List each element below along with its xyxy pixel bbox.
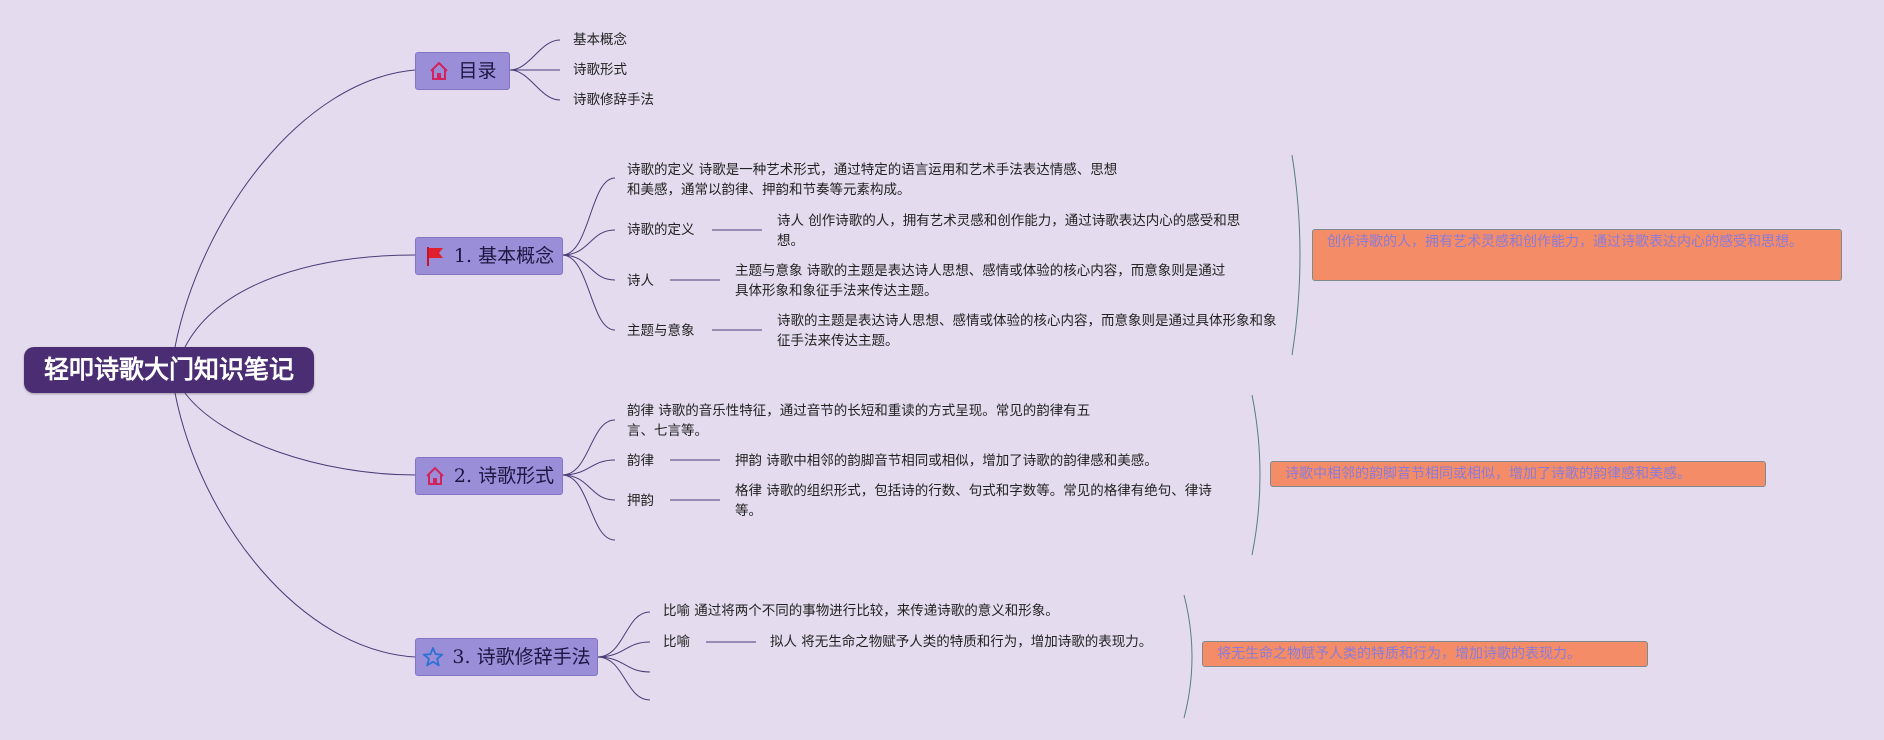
toc-item-1[interactable]: 基本概念: [573, 32, 627, 48]
form-meter-full[interactable]: 格律 诗歌的组织形式，包括诗的行数、句式和字数等。常见的格律有绝句、律诗等。: [735, 483, 1212, 519]
rhetoric-metaphor-label[interactable]: 比喻: [663, 634, 690, 650]
toc-item-3[interactable]: 诗歌修辞手法: [573, 92, 654, 108]
basic-poet-full[interactable]: 诗人 创作诗歌的人，拥有艺术灵感和创作能力，通过诗歌表达内心的感受和思想。: [777, 213, 1241, 249]
branch-toc-label: 目录: [458, 60, 497, 82]
basic-note[interactable]: 创作诗歌的人，拥有艺术灵感和创作能力，通过诗歌表达内心的感受和思想。: [1312, 229, 1842, 281]
basic-theme-full[interactable]: 主题与意象 诗歌的主题是表达诗人思想、感情或体验的核心内容，而意象则是通过具体形…: [735, 263, 1226, 299]
house-icon: [424, 465, 446, 487]
branch-toc[interactable]: 目录: [415, 52, 510, 90]
branch-rhetoric-label: 3. 诗歌修辞手法: [452, 646, 591, 668]
basic-theme-label[interactable]: 主题与意象: [627, 323, 695, 339]
branch-rhetoric[interactable]: 3. 诗歌修辞手法: [415, 638, 598, 676]
form-note[interactable]: 诗歌中相邻的韵脚音节相同或相似，增加了诗歌的韵律感和美感。: [1270, 461, 1766, 487]
root-title: 轻叩诗歌大门知识笔记: [43, 355, 294, 384]
form-rhyme-full[interactable]: 押韵 诗歌中相邻的韵脚音节相同或相似，增加了诗歌的韵律感和美感。: [735, 453, 1158, 469]
form-rhythm-label[interactable]: 韵律: [627, 453, 654, 469]
rhetoric-note[interactable]: 将无生命之物赋予人类的特质和行为，增加诗歌的表现力。: [1202, 641, 1648, 667]
basic-poet-label[interactable]: 诗人: [627, 273, 654, 289]
basic-definition-label[interactable]: 诗歌的定义: [627, 222, 695, 238]
branch-form-label: 2. 诗歌形式: [453, 465, 555, 487]
branch-basic-label: 1. 基本概念: [453, 245, 555, 267]
basic-definition-full[interactable]: 诗歌的定义 诗歌是一种艺术形式，通过特定的语言运用和艺术手法表达情感、思想和美感…: [627, 162, 1118, 198]
rhetoric-personification-full[interactable]: 拟人 将无生命之物赋予人类的特质和行为，增加诗歌的表现力。: [770, 634, 1153, 650]
house-icon: [428, 60, 450, 82]
branch-basic-concepts[interactable]: 1. 基本概念: [415, 237, 563, 275]
toc-item-2[interactable]: 诗歌形式: [573, 62, 627, 78]
form-rhythm-full[interactable]: 韵律 诗歌的音乐性特征，通过音节的长短和重读的方式呈现。常见的韵律有五言、七言等…: [627, 403, 1091, 439]
basic-theme-text[interactable]: 诗歌的主题是表达诗人思想、感情或体验的核心内容，而意象则是通过具体形象和象征手法…: [777, 313, 1277, 349]
red-flag-icon: [424, 245, 446, 267]
root-node[interactable]: 轻叩诗歌大门知识笔记: [24, 347, 314, 393]
rhetoric-metaphor-full[interactable]: 比喻 通过将两个不同的事物进行比较，来传递诗歌的意义和形象。: [663, 603, 1059, 619]
star-icon: [422, 646, 444, 668]
form-rhyme-label[interactable]: 押韵: [627, 493, 654, 509]
branch-poetry-form[interactable]: 2. 诗歌形式: [415, 457, 563, 495]
